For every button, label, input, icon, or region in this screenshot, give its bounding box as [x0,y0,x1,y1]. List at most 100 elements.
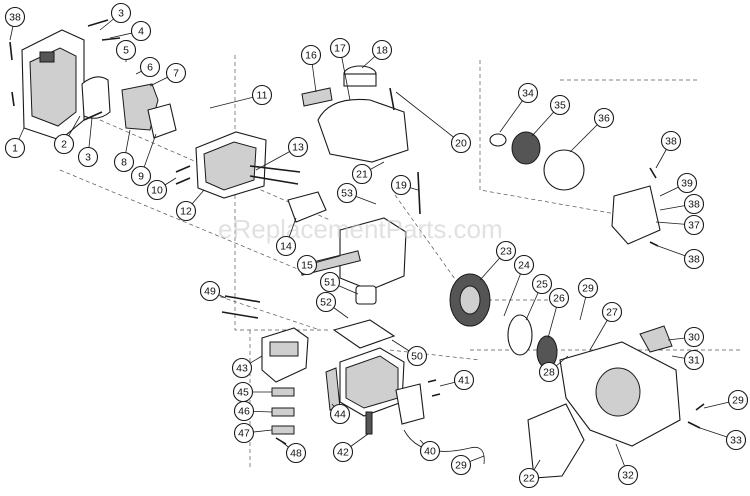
callout-26: 26 [548,287,570,309]
callout-circle [453,369,475,391]
callout-circle [319,271,341,293]
callout-circle [518,467,540,489]
callout-52: 52 [315,291,337,313]
callout-number: 2 [61,139,67,151]
callout-number: 14 [280,241,292,253]
callout-circle [139,56,161,78]
callout-circle [450,132,472,154]
callout-circle [231,357,253,379]
callout-number: 12 [180,206,192,218]
callout-23: 23 [495,240,517,262]
part-gear-housing [611,185,661,245]
callout-17: 17 [329,37,351,59]
callout-number: 39 [681,178,693,190]
callout-circle [329,403,351,425]
callout-3: 3 [110,2,132,24]
callout-4: 4 [130,20,152,42]
callout-circle [165,62,187,84]
callout-circle [406,345,428,367]
callout-36: 36 [593,107,615,129]
callout-45: 45 [232,381,254,403]
callout-number: 34 [522,88,534,100]
callout-number: 41 [458,375,470,387]
callout-circle [4,6,26,28]
callout-circle [683,248,705,270]
callout-circle [549,94,571,116]
callout-number: 32 [622,470,634,482]
callout-number: 4 [138,26,144,38]
fasteners [9,19,705,445]
callout-number: 47 [238,428,250,440]
callout-32: 32 [617,464,639,486]
callout-39: 39 [676,172,698,194]
callout-circle [233,400,255,422]
callout-circle [130,20,152,42]
callout-46: 46 [233,400,255,422]
part-piston [355,285,377,305]
callout-25: 25 [531,273,553,295]
callout-48: 48 [285,442,307,464]
callout-number: 10 [151,185,163,197]
callout-42: 42 [332,441,354,463]
callout-number: 50 [411,351,423,363]
callout-circle [390,174,412,196]
callout-circle [4,137,26,159]
callout-circle [450,454,472,476]
watermark: eReplacementParts.com [218,214,503,244]
callout-number: 22 [523,473,535,485]
callout-number: 7 [173,68,179,80]
callout-circle [725,429,747,451]
callout-1: 1 [4,137,26,159]
callout-circle [676,172,698,194]
callout-number: 37 [688,220,700,232]
callout-30: 30 [683,326,705,348]
callout-circle [548,287,570,309]
callout-circle [617,464,639,486]
callout-circle [577,277,599,299]
callout-circle [110,2,132,24]
part-air-filter [81,76,111,119]
callout-circle [275,235,297,257]
callout-number: 38 [9,12,21,24]
callout-2: 2 [53,133,75,155]
part-fuel-tank [317,98,409,163]
callout-10: 10 [146,179,168,201]
callout-41: 41 [453,369,475,391]
callout-circle [199,280,221,302]
part-gasket-lower [332,319,396,349]
callout-43: 43 [231,357,253,379]
callout-circle [683,193,705,215]
callout-circle [113,151,135,173]
callout-number: 11 [257,90,268,102]
callout-number: 38 [688,254,700,266]
callout-29: 29 [577,277,599,299]
callout-49: 49 [199,280,221,302]
callout-38: 38 [660,130,682,152]
callout-number: 9 [138,171,144,183]
callout-number: 30 [688,332,700,344]
callout-circle [146,179,168,201]
part-bracket [527,403,585,479]
callout-38: 38 [683,248,705,270]
callout-31: 31 [683,349,705,371]
callout-number: 25 [536,279,548,291]
callout-34: 34 [517,82,539,104]
callout-number: 29 [732,395,744,407]
callout-number: 51 [324,277,336,289]
callout-circle [53,133,75,155]
callout-circle [130,165,152,187]
callout-circle [315,291,337,313]
callout-number: 20 [455,138,467,150]
callout-27: 27 [601,301,623,323]
part-drum [543,149,585,191]
callout-circle [371,39,393,61]
callout-6: 6 [139,56,161,78]
callout-5: 5 [115,39,137,61]
callout-number: 36 [598,113,610,125]
callout-circle [287,136,309,158]
callout-16: 16 [300,44,322,66]
callout-24: 24 [513,254,535,276]
callout-number: 29 [582,283,594,295]
